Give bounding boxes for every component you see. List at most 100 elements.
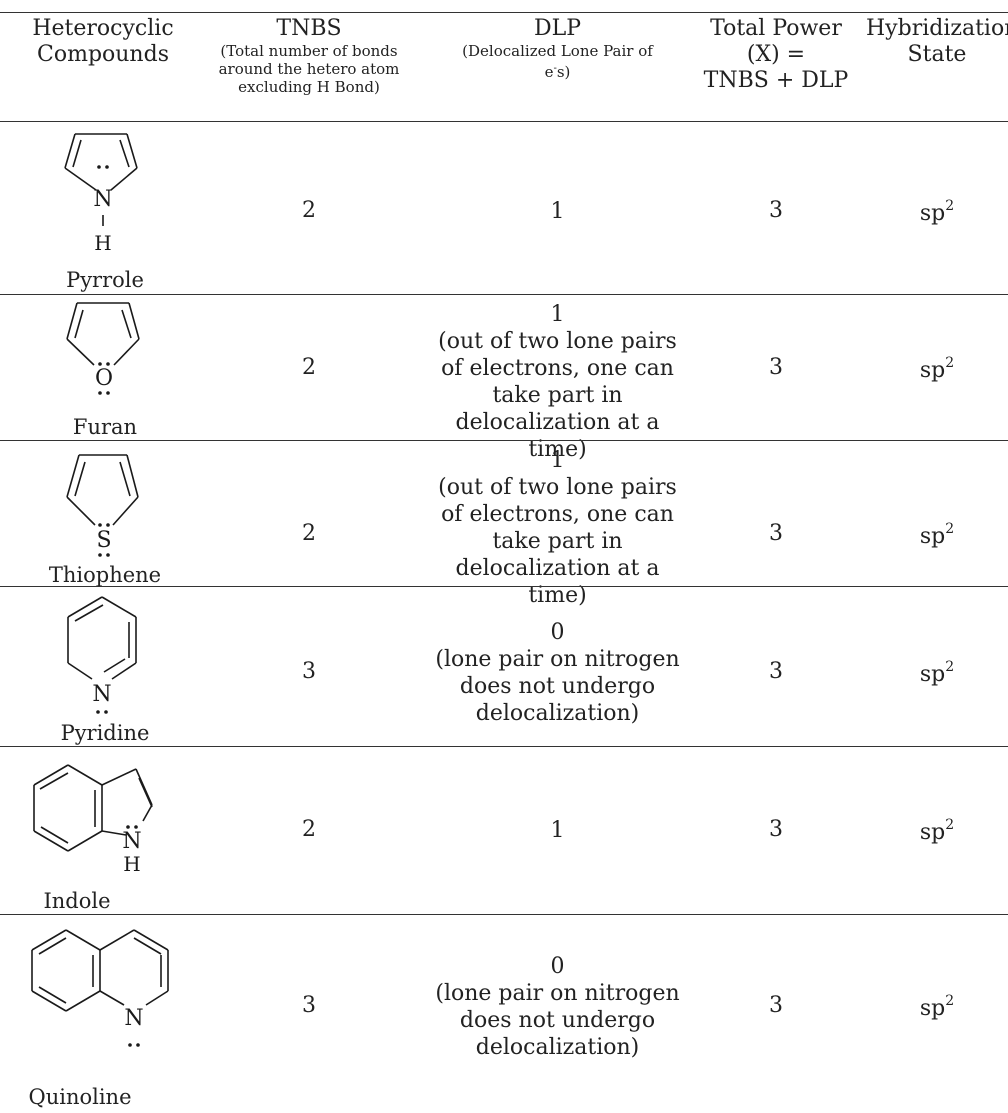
dlp-note-line: delocalization) xyxy=(475,1035,640,1060)
table-row: N Quinoline 3 0 (lone pair on nitrogen d… xyxy=(0,915,1008,1113)
total-power-value: 3 xyxy=(769,198,783,223)
tnbs-value: 2 xyxy=(302,198,316,223)
indole-structure-icon: N H xyxy=(33,764,153,876)
hyb-superscript: 2 xyxy=(945,521,955,537)
hyb-superscript: 2 xyxy=(945,993,955,1009)
header-row: Heterocyclic Compounds TNBS (Total numbe… xyxy=(0,14,1008,122)
structure-cell: S Thiophene xyxy=(30,441,180,587)
hetero-atom-label: N xyxy=(122,829,141,854)
structure-cell: N H Pyrrole xyxy=(30,122,180,294)
dlp-cell: 1 xyxy=(430,817,685,844)
dlp-value: 0 xyxy=(550,954,565,979)
total-power-value: 3 xyxy=(769,355,783,380)
hetero-atom-label: N xyxy=(124,1006,143,1031)
total-power-value: 3 xyxy=(769,817,783,842)
hyb-base: sp xyxy=(919,996,946,1021)
header-tnbs-sub: (Total number of bonds xyxy=(220,42,398,60)
row-rule xyxy=(0,914,1008,915)
furan-structure-icon: O xyxy=(66,302,140,395)
hyb-superscript: 2 xyxy=(945,198,955,214)
thiophene-structure-icon: S xyxy=(66,454,139,557)
tnbs-value: 3 xyxy=(302,659,316,684)
total-power-value: 3 xyxy=(769,659,783,684)
dlp-note-line: of electrons, one can xyxy=(441,502,674,527)
header-hybridization: Hybridization State xyxy=(866,16,1008,68)
hyb-base: sp xyxy=(919,662,946,687)
header-total-line: Total Power xyxy=(710,16,842,41)
dlp-value: 1 xyxy=(550,302,565,327)
dlp-note-line: does not undergo xyxy=(459,674,656,699)
header-hybrid-line: State xyxy=(907,42,967,67)
header-total-line: (X) = xyxy=(746,42,806,67)
header-dlp-title: DLP xyxy=(533,16,582,41)
hyb-base: sp xyxy=(919,358,946,383)
dlp-note-line: delocalization at a time) xyxy=(455,556,660,608)
hyb-base: sp xyxy=(919,820,946,845)
row-rule xyxy=(0,746,1008,747)
dlp-cell: 0 (lone pair on nitrogen does not underg… xyxy=(430,619,685,727)
total-power-value: 3 xyxy=(769,993,783,1018)
hyb-superscript: 2 xyxy=(945,817,955,833)
pyrrole-structure-icon: N H xyxy=(64,133,138,255)
tnbs-value: 2 xyxy=(302,521,316,546)
hybridization-value: sp2 xyxy=(866,521,1008,549)
hybridization-value: sp2 xyxy=(866,817,1008,845)
dlp-note-line: does not undergo xyxy=(459,1008,656,1033)
dlp-note-line: delocalization) xyxy=(475,701,640,726)
dlp-note-line: (lone pair on nitrogen xyxy=(435,647,680,672)
hetero-atom-label: N xyxy=(92,682,111,707)
header-compounds-line: Heterocyclic xyxy=(32,16,174,41)
structure-cell: N H Indole xyxy=(22,747,192,914)
table-row: N H Pyrrole 2 1 3 sp2 xyxy=(0,122,1008,294)
dlp-cell: 1 xyxy=(430,198,685,225)
dlp-cell: 1 (out of two lone pairs of electrons, o… xyxy=(430,301,685,463)
hyb-base: sp xyxy=(919,201,946,226)
structure-cell: N Quinoline xyxy=(22,915,192,1113)
header-tnbs-sub: around the hetero atom xyxy=(218,60,400,78)
hydrogen-label: H xyxy=(123,852,140,876)
hybridization-value: sp2 xyxy=(866,198,1008,226)
header-total-line: TNBS + DLP xyxy=(703,68,849,93)
hyb-base: sp xyxy=(919,524,946,549)
header-tnbs-title: TNBS xyxy=(276,16,342,41)
dlp-value: 0 xyxy=(550,620,565,645)
table-row: O Furan 2 1 (out of two lone pairs of el… xyxy=(0,295,1008,462)
dlp-note-line: take part in xyxy=(492,383,623,408)
hetero-atom-label: O xyxy=(95,366,113,391)
header-dlp-sub-text: (Delocalized Lone Pair of xyxy=(462,42,653,60)
dlp-note-line: of electrons, one can xyxy=(441,356,674,381)
dlp-note-line: delocalization at a time) xyxy=(455,410,660,462)
top-rule xyxy=(0,12,1008,13)
hydrogen-label: H xyxy=(94,231,111,255)
row-rule xyxy=(0,586,1008,587)
table-row: S Thiophene 2 1 (out of two lone pairs o… xyxy=(0,441,1008,608)
hetero-atom-label: N xyxy=(93,187,112,212)
dlp-note-line: (lone pair on nitrogen xyxy=(435,981,680,1006)
total-power-value: 3 xyxy=(769,521,783,546)
table-row: N H Indole 2 1 3 sp2 xyxy=(0,747,1008,914)
header-tnbs: TNBS (Total number of bonds around the h… xyxy=(205,16,413,96)
compound-name: Quinoline xyxy=(28,1085,132,1109)
table-row: N Pyridine 3 0 (lone pair on nitrogen do… xyxy=(0,587,1008,746)
hybridization-value: sp2 xyxy=(866,355,1008,383)
hetero-atom-label: S xyxy=(96,528,111,553)
hybridization-value: sp2 xyxy=(866,659,1008,687)
compound-name: Thiophene xyxy=(48,563,162,587)
tnbs-value: 3 xyxy=(302,993,316,1018)
header-compounds-line: Compounds xyxy=(37,42,169,67)
dlp-value: 1 xyxy=(550,199,565,224)
compound-name: Indole xyxy=(43,889,111,913)
dlp-value: 1 xyxy=(550,448,565,473)
quinoline-structure-icon: N xyxy=(31,929,169,1047)
hyb-superscript: 2 xyxy=(945,659,955,675)
header-dlp: DLP (Delocalized Lone Pair of e-s) xyxy=(430,16,685,81)
structure-cell: O Furan xyxy=(30,295,180,440)
header-tnbs-sub: excluding H Bond) xyxy=(238,78,380,96)
hyb-superscript: 2 xyxy=(945,355,955,371)
header-compounds: Heterocyclic Compounds xyxy=(22,16,184,68)
header-dlp-sub: e-s) xyxy=(430,60,685,81)
row-rule xyxy=(0,440,1008,441)
header-hybrid-line: Hybridization xyxy=(866,16,1008,41)
pyridine-structure-icon: N xyxy=(67,596,137,714)
dlp-note-line: take part in xyxy=(492,529,623,554)
